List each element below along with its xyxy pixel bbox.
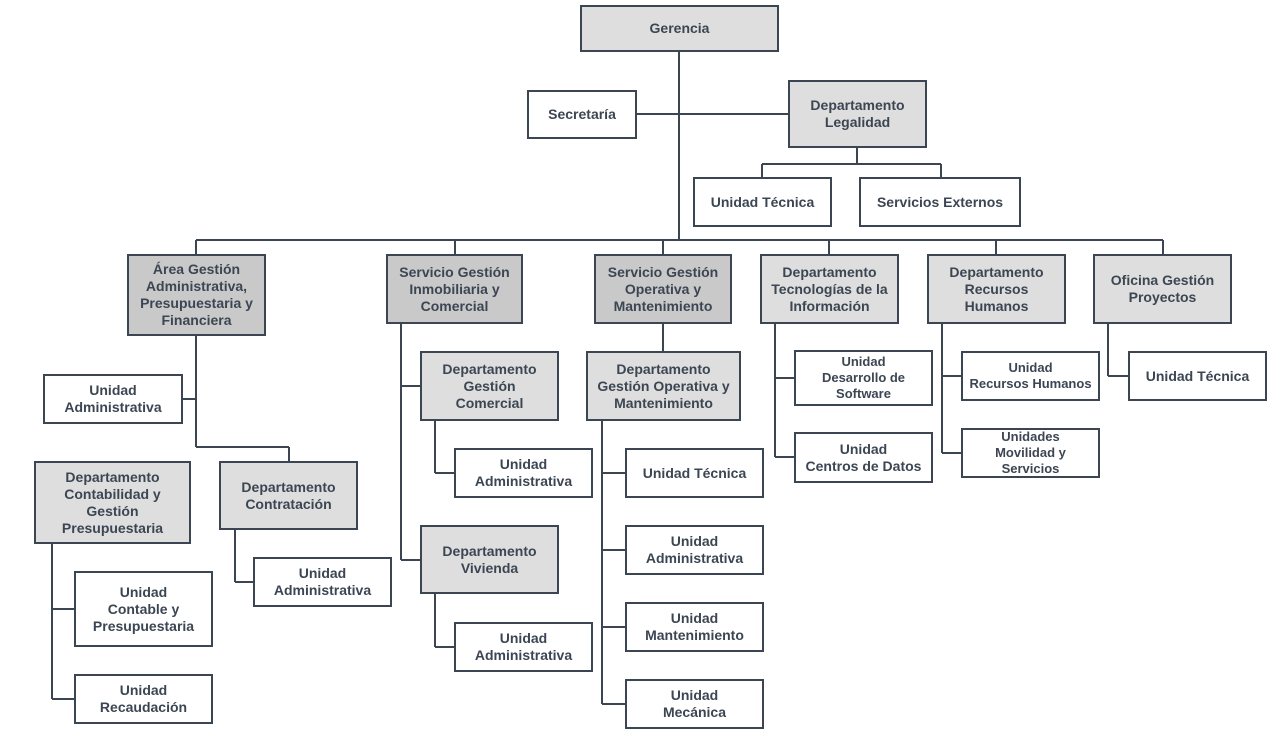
box-unidad-tecnica-legalidad: Unidad Técnica bbox=[693, 177, 832, 227]
box-servicios-externos: Servicios Externos bbox=[859, 177, 1021, 227]
box-secretaria: Secretaría bbox=[527, 90, 637, 139]
box-unidad-mecanica: Unidad Mecánica bbox=[625, 679, 764, 729]
box-oficina-gestion-proyectos: Oficina Gestión Proyectos bbox=[1093, 254, 1232, 324]
box-departamento-gestion-comercial: Departamento Gestión Comercial bbox=[420, 351, 559, 421]
box-unidad-administrativa-contratacion: Unidad Administrativa bbox=[253, 557, 392, 607]
box-departamento-vivienda: Departamento Vivienda bbox=[420, 525, 559, 594]
box-unidad-recaudacion: Unidad Recaudación bbox=[74, 674, 213, 724]
box-unidad-administrativa-vivienda: Unidad Administrativa bbox=[454, 622, 593, 672]
box-unidad-tecnica-proyectos: Unidad Técnica bbox=[1128, 351, 1267, 401]
box-departamento-contratacion: Departamento Contratación bbox=[219, 461, 358, 530]
box-departamento-gestion-operativa: Departamento Gestión Operativa y Manteni… bbox=[586, 351, 741, 421]
box-area-gestion-administrativa: Área Gestión Administrativa, Presupuesta… bbox=[127, 254, 266, 336]
box-gerencia: Gerencia bbox=[580, 5, 779, 52]
box-unidad-tecnica-operativa: Unidad Técnica bbox=[625, 448, 764, 498]
box-unidad-administrativa-operativa: Unidad Administrativa bbox=[625, 525, 764, 575]
box-unidad-recursos-humanos: Unidad Recursos Humanos bbox=[961, 351, 1100, 401]
box-unidades-movilidad: Unidades Movilidad y Servicios bbox=[961, 428, 1100, 478]
box-unidad-administrativa-comercial: Unidad Administrativa bbox=[454, 448, 593, 498]
box-unidad-mantenimiento: Unidad Mantenimiento bbox=[625, 602, 764, 652]
box-departamento-tecnologias: Departamento Tecnologías de la Informaci… bbox=[760, 254, 899, 324]
box-departamento-contabilidad: Departamento Contabilidad y Gestión Pres… bbox=[34, 461, 191, 544]
box-servicio-gestion-inmobiliaria: Servicio Gestión Inmobiliaria y Comercia… bbox=[386, 254, 523, 324]
box-departamento-legalidad: Departamento Legalidad bbox=[788, 80, 927, 148]
box-servicio-gestion-operativa: Servicio Gestión Operativa y Mantenimien… bbox=[594, 254, 732, 324]
box-unidad-desarrollo-software: Unidad Desarrollo de Software bbox=[794, 350, 933, 406]
box-unidad-administrativa-area: Unidad Administrativa bbox=[43, 374, 183, 424]
box-departamento-recursos-humanos: Departamento Recursos Humanos bbox=[927, 254, 1066, 324]
box-unidad-contable: Unidad Contable y Presupuestaria bbox=[74, 571, 213, 647]
box-unidad-centros-datos: Unidad Centros de Datos bbox=[794, 432, 933, 483]
